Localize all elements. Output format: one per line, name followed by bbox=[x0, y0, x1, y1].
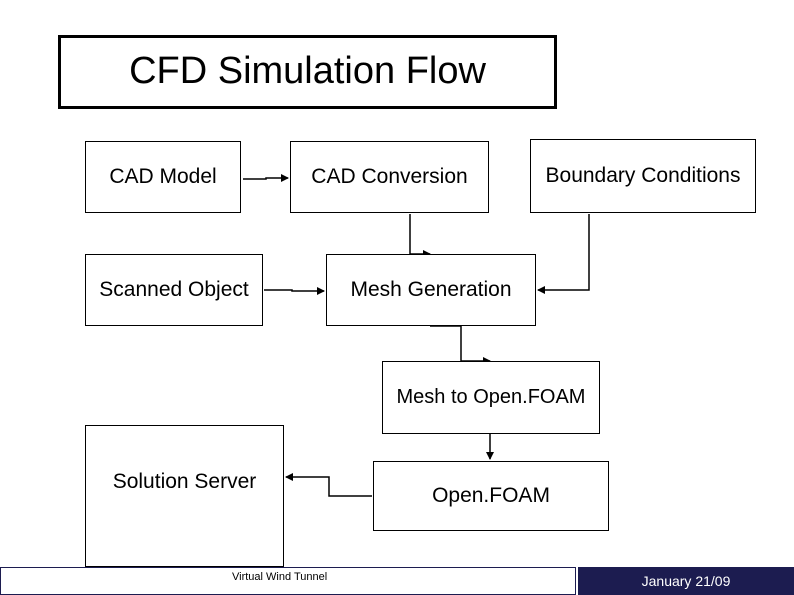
node-mesh-generation: Mesh Generation bbox=[326, 254, 536, 326]
footer-project-label: Virtual Wind Tunnel bbox=[232, 571, 328, 583]
node-boundary-conditions-label: Boundary Conditions bbox=[545, 164, 741, 187]
node-openfoam-label: Open.FOAM bbox=[432, 484, 550, 507]
footer-bar: Virtual Wind Tunnel January 21/09 bbox=[0, 565, 794, 595]
node-mesh-to-openfoam-label: Mesh to Open.FOAM bbox=[396, 386, 586, 408]
node-scanned-object: Scanned Object bbox=[85, 254, 263, 326]
node-cad-conversion: CAD Conversion bbox=[290, 141, 489, 213]
node-solution-server-label: Solution Server bbox=[112, 470, 257, 493]
node-cad-conversion-label: CAD Conversion bbox=[311, 165, 468, 188]
node-cad-model: CAD Model bbox=[85, 141, 241, 213]
edge-cad-model-to-cad-conversion bbox=[243, 174, 289, 182]
edge-cad-conversion-to-mesh-generation bbox=[409, 214, 431, 258]
node-mesh-to-openfoam: Mesh to Open.FOAM bbox=[382, 361, 600, 434]
edge-openfoam-to-solution-server bbox=[285, 473, 372, 497]
edge-mesh-generation-to-mesh-to-openfoam bbox=[430, 325, 491, 365]
node-cad-model-label: CAD Model bbox=[109, 165, 217, 188]
slide-title: CFD Simulation Flow bbox=[58, 35, 557, 109]
edge-scanned-object-to-mesh-generation bbox=[264, 287, 325, 295]
node-boundary-conditions: Boundary Conditions bbox=[530, 139, 756, 213]
footer-left-panel: Virtual Wind Tunnel bbox=[0, 567, 576, 595]
slide-title-text: CFD Simulation Flow bbox=[129, 49, 486, 92]
node-openfoam: Open.FOAM bbox=[373, 461, 609, 531]
footer-date-panel: January 21/09 bbox=[578, 567, 794, 595]
node-solution-server: Solution Server bbox=[85, 425, 284, 567]
footer-date-label: January 21/09 bbox=[641, 573, 731, 589]
node-scanned-object-label: Scanned Object bbox=[99, 278, 249, 301]
node-mesh-generation-label: Mesh Generation bbox=[350, 278, 512, 301]
edge-boundary-conditions-to-mesh-generation bbox=[537, 214, 590, 294]
